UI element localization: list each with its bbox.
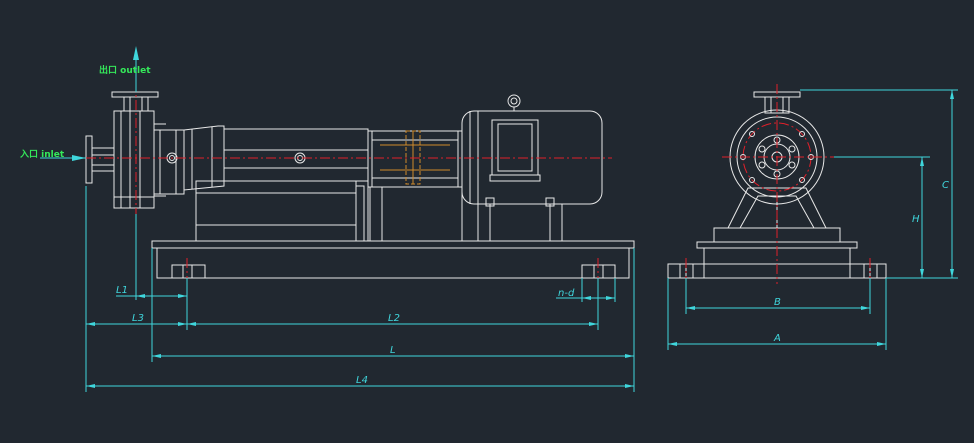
inlet-label: 入口 inlet [19,149,65,160]
outlet-flange [111,91,159,112]
pump-casing [113,110,166,209]
dim-L2: L2 [388,313,400,324]
dim-B: B [774,297,781,308]
dim-L3: L3 [132,313,144,324]
coupling-guard [367,130,463,242]
dim-L1: L1 [116,285,128,296]
bearing-frame [153,125,225,195]
side-view: 出口 outlet 入口 inlet [19,46,635,392]
bearing-housing [223,128,369,182]
dim-L: L [390,345,396,356]
inlet-arrow [40,155,86,161]
dim-nd: n-d [558,288,575,299]
front-view: B A H C [667,84,958,350]
dim-C: C [942,180,949,191]
outlet-label: 出口 outlet [99,64,151,76]
inlet-flange [85,135,115,184]
dim-H: H [912,214,920,225]
side-dimension-lines [85,186,635,392]
outlet-arrow [133,46,139,92]
front-dimension-lines [667,89,958,350]
dim-L4: L4 [356,375,368,386]
dim-A: A [773,333,781,344]
pump-pedestal [195,180,365,242]
motor [461,94,603,242]
